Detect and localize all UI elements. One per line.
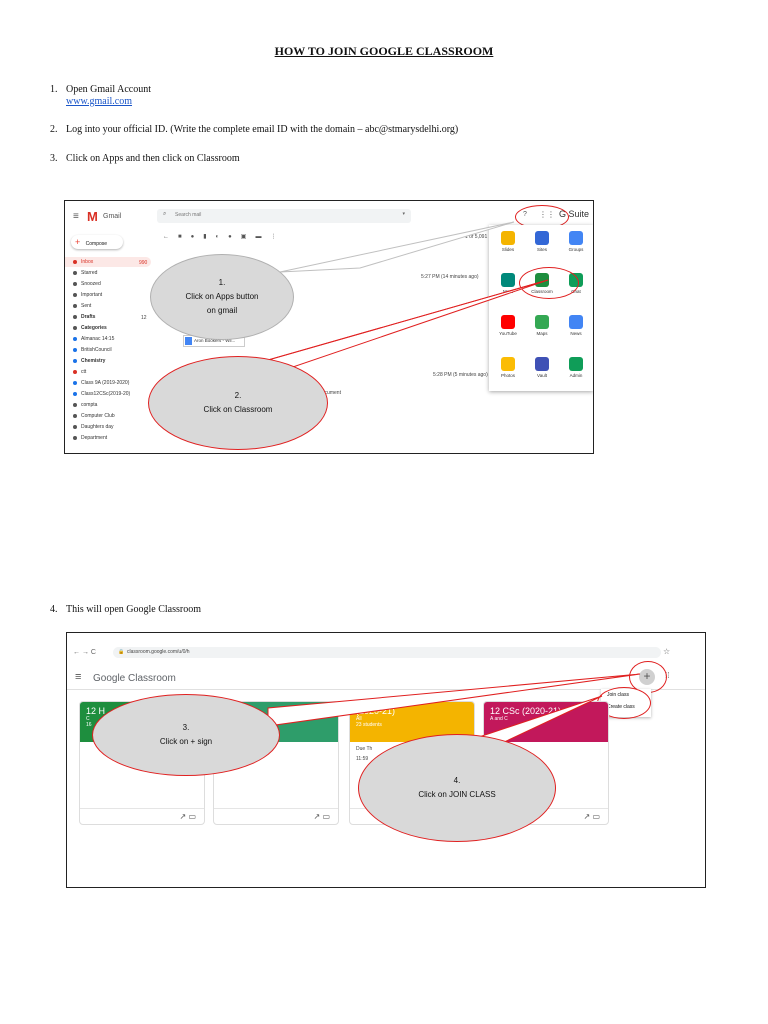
mail-toolbar: ←■●▮◐●▣▬⋮ <box>163 234 286 240</box>
sidebar-label[interactable]: Computer Club <box>73 413 115 419</box>
app-tile-photos[interactable]: Photos <box>493 357 523 378</box>
inbox-count: 990 <box>139 260 148 266</box>
paging-text: 1 of 5,091 <box>465 234 488 240</box>
callout-bubble-2: 2. Click on Classroom <box>148 356 328 450</box>
gmail-app-name: Gmail <box>103 213 122 220</box>
news-icon <box>569 315 583 329</box>
lock-icon: 🔒 <box>118 649 125 655</box>
sidebar-label[interactable]: BritishCouncil <box>73 347 112 353</box>
app-tile-label: Maps <box>536 331 548 336</box>
drafts-count: 12 <box>141 315 147 321</box>
app-tile-label: Groups <box>568 247 584 252</box>
gmail-sidebar: Inbox 990 Starred Snoozed Important Sent… <box>65 257 153 453</box>
app-tile-admin[interactable]: Admin <box>561 357 591 378</box>
app-tile-label: News <box>570 331 582 336</box>
slides-icon <box>501 231 515 245</box>
sidebar-label[interactable]: Chemistry <box>73 358 105 364</box>
card-footer-icons[interactable]: ↗ ▭ <box>80 808 204 824</box>
callout-bubble-4: 4. Click on JOIN CLASS <box>358 734 556 842</box>
classroom-brand: Google Classroom <box>93 673 176 684</box>
sidebar-label[interactable]: Department <box>73 435 107 441</box>
divider <box>67 689 705 690</box>
mail-snippet: document <box>319 390 341 396</box>
app-tile-label: Vault <box>537 373 547 378</box>
callout-bubble-1: 1. Click on Apps button on gmail <box>150 254 294 340</box>
app-tile-label: YouTube <box>499 331 517 336</box>
search-input[interactable]: ⌕ Search mail ▾ <box>157 209 411 223</box>
pointer-1 <box>279 221 515 273</box>
app-tile-maps[interactable]: Maps <box>527 315 557 336</box>
gmail-link[interactable]: www.gmail.com <box>66 96 133 107</box>
step-3: 3.Click on Apps and then click on Classr… <box>50 153 240 164</box>
app-tile-sites[interactable]: Sites <box>527 231 557 252</box>
sidebar-label[interactable]: compta <box>73 402 97 408</box>
gsuite-label: G Suite <box>559 209 590 219</box>
doc-icon <box>185 337 192 345</box>
plus-icon: + <box>75 237 81 247</box>
address-bar[interactable]: 🔒 classroom.google.com/u/0/h <box>113 647 661 658</box>
sidebar-item-sent[interactable]: Sent <box>73 303 91 309</box>
classroom-highlight-ring <box>519 267 579 299</box>
step-4: 4.This will open Google Classroom <box>50 604 201 615</box>
gmail-screenshot: ≡ M Gmail ⌕ Search mail ▾ ? ⋮⋮ G Suite ←… <box>64 200 594 454</box>
card-footer-icons[interactable]: ↗ ▭ <box>214 808 338 824</box>
pointer-2 <box>266 279 549 369</box>
chevron-down-icon: ▾ <box>402 211 405 217</box>
photos-icon <box>501 357 515 371</box>
sites-icon <box>535 231 549 245</box>
app-tile-slides[interactable]: Slides <box>493 231 523 252</box>
sidebar-item-drafts[interactable]: Drafts <box>73 314 95 320</box>
admin-icon <box>569 357 583 371</box>
inbox-highlight <box>65 257 151 267</box>
vault-icon <box>535 357 549 371</box>
due-time: 11:59 <box>356 756 369 762</box>
step-1: 1.Open Gmail Account <box>50 84 151 95</box>
gmail-logo-icon: M <box>87 209 98 224</box>
app-tile-youtube[interactable]: YouTube <box>493 315 523 336</box>
sidebar-label[interactable]: ctt <box>73 369 86 375</box>
app-tile-label: Sites <box>536 247 547 252</box>
sidebar-item-inbox[interactable]: Inbox <box>73 259 93 265</box>
sidebar-label[interactable]: Class12CSc(2019-20) <box>73 391 130 397</box>
sidebar-item-important[interactable]: Important <box>73 292 102 298</box>
mail-time: 5:27 PM (14 minutes ago) <box>421 274 479 280</box>
app-tile-label: Slides <box>501 247 515 252</box>
callout-bubble-3: 3. Click on + sign <box>92 694 280 776</box>
menu-icon[interactable]: ≡ <box>75 671 82 683</box>
sidebar-item-categories[interactable]: Categories <box>73 325 107 331</box>
menu-icon[interactable]: ≡ <box>73 211 79 222</box>
sidebar-item-snoozed[interactable]: Snoozed <box>73 281 101 287</box>
pointer-2-edge <box>267 279 549 361</box>
app-tile-label: Chat <box>571 289 581 294</box>
sidebar-label[interactable]: Class 9A (2019-2020) <box>73 380 129 386</box>
sidebar-label[interactable]: Daughters day <box>73 424 114 430</box>
app-tile-news[interactable]: News <box>561 315 591 336</box>
mail-time: 5:28 PM (5 minutes ago) <box>433 372 488 378</box>
app-tile-label: Admin <box>569 373 583 378</box>
app-tile-groups[interactable]: Groups <box>561 231 591 252</box>
page-title: HOW TO JOIN GOOGLE CLASSROOM <box>274 44 494 58</box>
sidebar-item-starred[interactable]: Starred <box>73 270 97 276</box>
app-tile-vault[interactable]: Vault <box>527 357 557 378</box>
pointer-3 <box>267 673 641 727</box>
step-2: 2.Log into your official ID. (Write the … <box>50 124 459 135</box>
browser-nav-icons[interactable]: ← → C <box>73 649 96 656</box>
groups-icon <box>569 231 583 245</box>
search-icon: ⌕ <box>163 211 167 217</box>
compose-button[interactable]: + Compose <box>71 235 123 249</box>
meet-icon <box>501 273 515 287</box>
star-icon[interactable]: ☆ <box>663 647 671 656</box>
sidebar-label[interactable]: Almanac 14:15 <box>73 336 114 342</box>
maps-icon <box>535 315 549 329</box>
apps-grid-icon[interactable]: ⁞⁞ <box>665 671 670 680</box>
youtube-icon <box>501 315 515 329</box>
app-tile-label: Photos <box>500 373 515 378</box>
due-text: Due Th <box>356 746 373 752</box>
